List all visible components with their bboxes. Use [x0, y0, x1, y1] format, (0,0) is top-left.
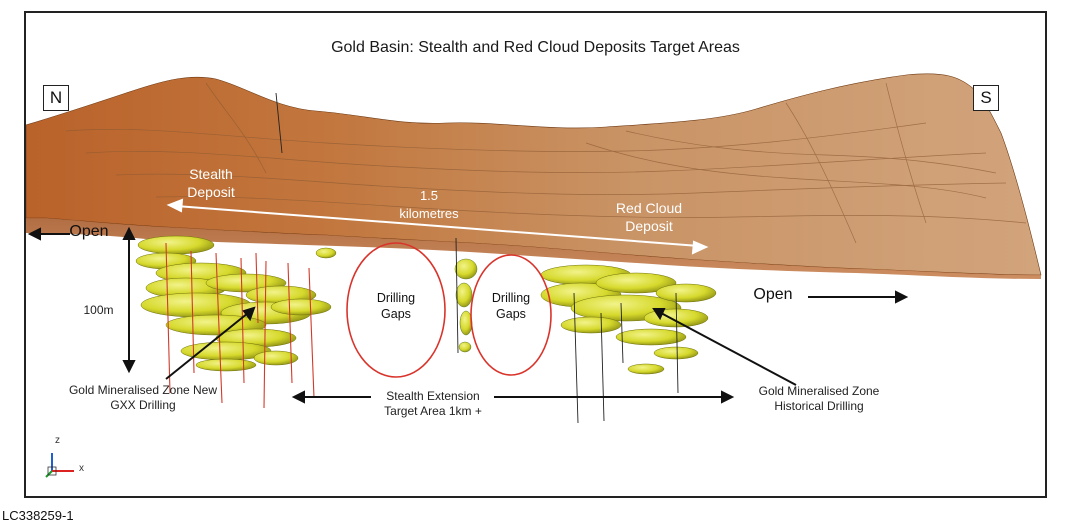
historical-drilling-label: Gold Mineralised Zone Historical Drillin…	[758, 384, 880, 413]
depth-label: 100m	[83, 303, 114, 317]
ore-body-new-drilling	[135, 235, 337, 372]
axis-triad	[45, 453, 74, 478]
new-drilling-label: Gold Mineralised Zone New GXX Drilling	[68, 383, 218, 412]
open-right-label: Open	[753, 286, 793, 303]
diagram-frame: Gold Basin: Stealth and Red Cloud Deposi…	[24, 11, 1047, 498]
stealth-extension-label: Stealth Extension Target Area 1km +	[384, 389, 482, 418]
red-cloud-deposit-label: Red Cloud Deposit	[615, 200, 683, 234]
drill-holes-red	[165, 242, 315, 409]
drill-holes-black	[275, 92, 679, 424]
pointer-arrow-new-drilling	[165, 306, 256, 380]
ore-body-middle	[454, 258, 478, 353]
open-arrow-left	[27, 227, 70, 241]
terrain-surface	[26, 73, 1042, 276]
figure-caption: LC338259-1	[2, 508, 74, 523]
open-left-label: Open	[69, 223, 109, 240]
south-label: S	[973, 85, 999, 111]
open-arrow-right	[808, 290, 909, 304]
stealth-deposit-label: Stealth Deposit	[187, 166, 235, 200]
stealth-extension-arrow	[291, 390, 735, 404]
axis-x-label: x	[79, 463, 84, 474]
ore-body-historical-drilling	[540, 264, 717, 375]
axis-z-label: z	[55, 435, 60, 446]
terrain-scene	[26, 73, 1042, 478]
distance-label: 1.5 kilometres	[399, 188, 459, 221]
north-label: N	[43, 85, 69, 111]
pointer-arrow-historical	[652, 308, 797, 386]
drilling-gaps-label-2: Drilling Gaps	[491, 291, 531, 321]
drilling-gap-circle-1	[346, 242, 446, 378]
drilling-gap-circle-2	[470, 254, 552, 376]
figure-title: Gold Basin: Stealth and Red Cloud Deposi…	[331, 39, 740, 56]
terrain-front	[26, 218, 1041, 279]
depth-arrow	[122, 226, 136, 374]
drilling-gaps-label-1: Drilling Gaps	[376, 291, 416, 321]
distance-arrow	[166, 198, 709, 255]
